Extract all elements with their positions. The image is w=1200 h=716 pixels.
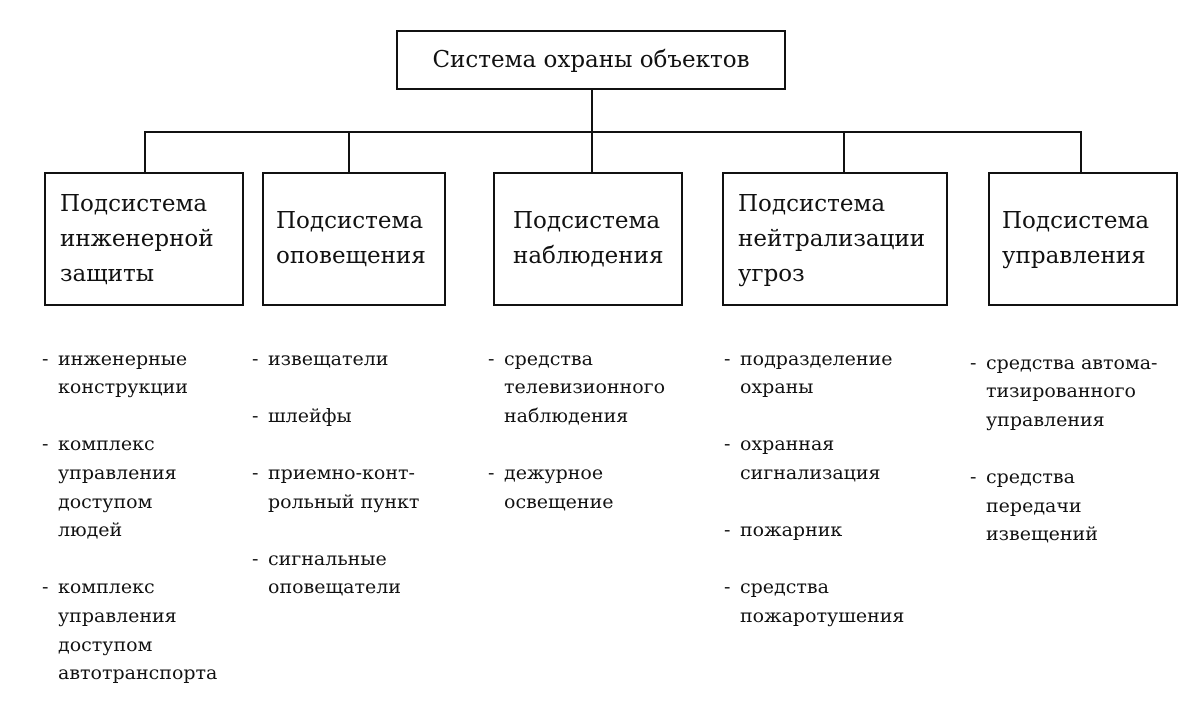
surveillance-items: средства телевизионного наблюдения дежур… [486,316,701,545]
engineering-protection-items: инженерные конструкции комплекс управлен… [40,316,260,716]
subsystem-label: Подсистема нейтрализации угроз [738,190,926,287]
list-item: инженерные конструкции [40,345,260,402]
branch-connector-4 [843,131,845,172]
subsystem-management: Подсистема управления [988,172,1178,306]
subsystem-label: Подсистема инженерной защиты [60,190,214,287]
list-item: средства автома- тизированного управлени… [968,349,1193,435]
horizontal-bus [144,131,1082,133]
list-item: средства передачи извещений [968,463,1193,549]
list-item: сигнальные оповещатели [250,545,470,602]
list-item: шлейфы [250,402,470,431]
list-item: извещатели [250,345,470,374]
subsystem-label: Подсистема оповещения [276,208,426,269]
management-items: средства автома- тизированного управлени… [968,320,1193,577]
branch-connector-2 [348,131,350,172]
notification-items: извещатели шлейфы приемно-конт- рольный … [250,316,470,631]
subsystem-surveillance: Подсистема наблюдения [493,172,683,306]
subsystem-threat-neutralization: Подсистема нейтрализации угроз [722,172,948,306]
list-item: приемно-конт- рольный пункт [250,459,470,516]
root-node: Система охраны объектов [396,30,786,90]
subsystem-engineering-protection: Подсистема инженерной защиты [44,172,244,306]
subsystem-notification: Подсистема оповещения [262,172,446,306]
list-item: пожарник [722,516,957,545]
subsystem-label: Подсистема наблюдения [513,208,664,269]
list-item: комплекс управления доступом автотранспо… [40,573,260,687]
list-item: дежурное освещение [486,459,701,516]
branch-connector-3 [591,131,593,172]
list-item: охранная сигнализация [722,430,957,487]
root-label: Система охраны объектов [432,47,750,73]
branch-connector-5 [1080,131,1082,172]
list-item: комплекс управления доступом людей [40,430,260,544]
list-item: подразделение охраны [722,345,957,402]
root-connector [591,90,593,133]
subsystem-label: Подсистема управления [1002,208,1150,269]
list-item: средства телевизионного наблюдения [486,345,701,431]
threat-neutralization-items: подразделение охраны охранная сигнализац… [722,316,957,659]
list-item: средства пожаротушения [722,573,957,630]
branch-connector-1 [144,131,146,172]
